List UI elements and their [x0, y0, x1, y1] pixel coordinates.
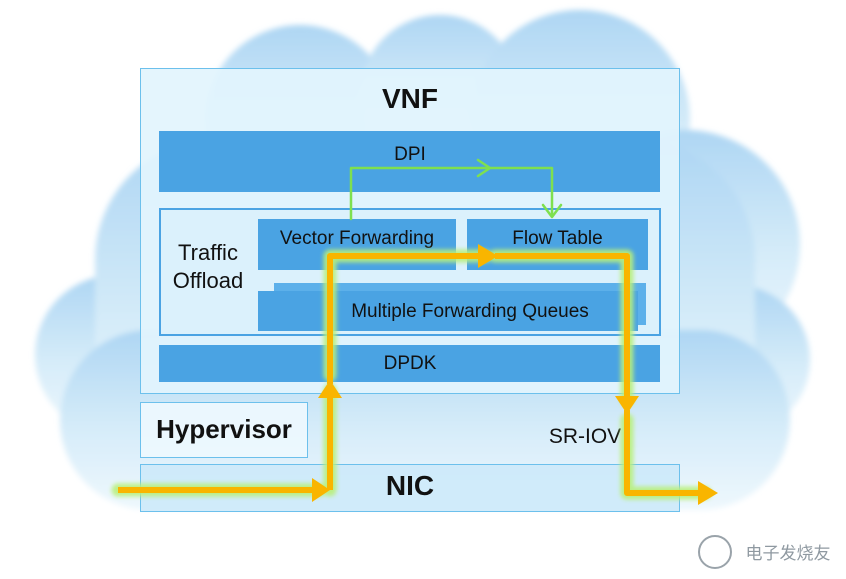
dpi-path-arrow [349, 158, 563, 221]
hypervisor-label: Hypervisor [156, 413, 292, 444]
dpi-bar [159, 131, 660, 192]
arrow-head-nic-out [698, 481, 718, 505]
traffic-path-arrow [118, 253, 702, 496]
watermark-text: 电子发烧友 [745, 543, 831, 563]
traffic-offload-label-line1: Traffic [178, 240, 238, 265]
nic-label: NIC [385, 470, 435, 501]
traffic-offload-label-line2: Offload [172, 268, 244, 293]
dpdk-label: DPDK [383, 353, 437, 374]
vector-forwarding-label: Vector Forwarding [279, 228, 435, 249]
hypervisor-box [140, 402, 308, 458]
sriov-label: SR-IOV [548, 425, 622, 448]
arrow-head-nic-in [312, 478, 330, 502]
watermark-logo [698, 535, 732, 569]
dpdk-bar [159, 345, 660, 382]
multiple-forwarding-queues-label: Multiple Forwarding Queues [351, 301, 589, 322]
arrow-head-flow-table [478, 244, 498, 268]
flow-table-label: Flow Table [512, 228, 603, 249]
arrow-head-down [615, 396, 639, 414]
multiple-forwarding-queues-box [258, 291, 638, 331]
vnf-title: VNF [382, 83, 438, 114]
dpi-label: DPI [394, 144, 426, 165]
path-glow [111, 249, 712, 500]
arrow-head-dpdk-up [318, 380, 342, 398]
arrow-heads [312, 244, 718, 505]
